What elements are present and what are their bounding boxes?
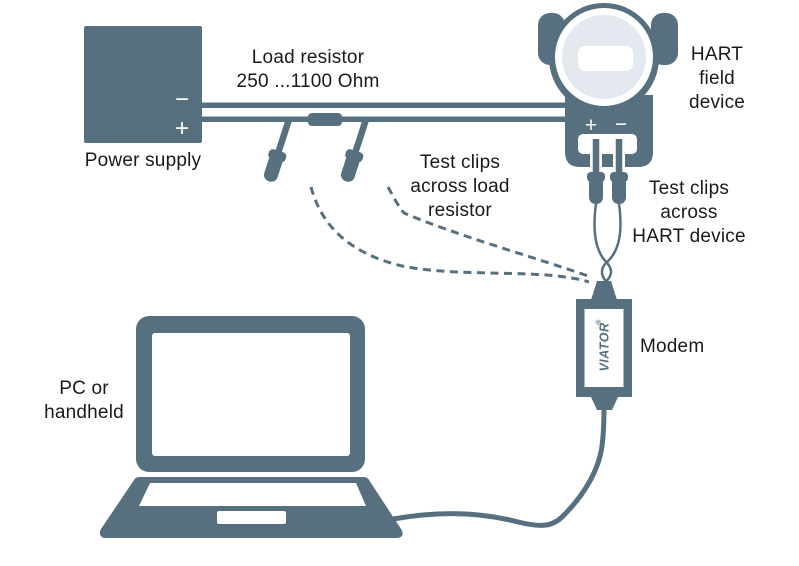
label-test-clips-hart-line1: Test clips (648, 178, 730, 199)
label-hart-line2: field (699, 68, 735, 89)
label-load-resistor-line1: Load resistor (251, 47, 365, 68)
dashed-lead-left (309, 186, 590, 284)
label-test-clips-load-line3: resistor (428, 200, 492, 221)
modem-connector-bottom (591, 397, 618, 410)
label-test-clips-hart-line3: HART device (632, 226, 746, 247)
hart-lead-right (600, 203, 622, 283)
hart-plus-terminal: + (585, 114, 597, 137)
modem-brand-registered-mark: ® (595, 319, 603, 325)
hart-display (578, 46, 633, 71)
label-hart-line1: HART (690, 44, 744, 65)
label-load-resistor-line2: 250 ...1100 Ohm (236, 71, 380, 92)
laptop-touchpad (217, 511, 286, 524)
dashed-lead-right (386, 186, 592, 279)
label-test-clips-load-line2: across load (410, 176, 510, 197)
power-supply-plus-terminal: + (175, 115, 189, 142)
label-test-clips-load-line1: Test clips (419, 152, 501, 173)
power-supply-minus-terminal: − (175, 86, 189, 113)
laptop (99, 316, 403, 538)
hart-housing (565, 95, 653, 167)
modem-panel (584, 309, 624, 387)
wire-negative (202, 102, 566, 108)
modem: VIATOR ® (576, 281, 632, 410)
power-supply-box (84, 26, 202, 143)
modem-brand-text: VIATOR (598, 322, 612, 371)
hart-minus-terminal: − (615, 113, 627, 136)
laptop-screen (152, 333, 350, 456)
hart-terminal-block (578, 134, 637, 154)
label-load-resistor: Load resistor 250 ...1100 Ohm (236, 46, 379, 94)
wire-positive (202, 116, 566, 122)
label-test-clips-hart-line2: across (660, 202, 718, 223)
load-resistor (308, 113, 342, 126)
label-modem: Modem (640, 336, 705, 357)
label-hart-line3: device (688, 92, 746, 113)
label-hart-field-device: HART field device (689, 43, 745, 115)
hart-device: + − (538, 3, 678, 167)
label-pc-line2: handheld (44, 402, 124, 423)
label-test-clips-load: Test clips across load resistor (410, 151, 509, 223)
load-test-clip-left (260, 117, 297, 184)
laptop-keyboard (139, 483, 366, 506)
modem-connector-top (591, 281, 617, 300)
label-power-supply: Power supply (84, 150, 202, 171)
load-test-clip-right (337, 117, 374, 184)
label-pc-line1: PC or (59, 378, 109, 399)
label-test-clips-hart: Test clips across HART device (632, 177, 745, 249)
modem-cable (390, 405, 607, 528)
label-pc-or-handheld: PC or handheld (44, 377, 124, 425)
